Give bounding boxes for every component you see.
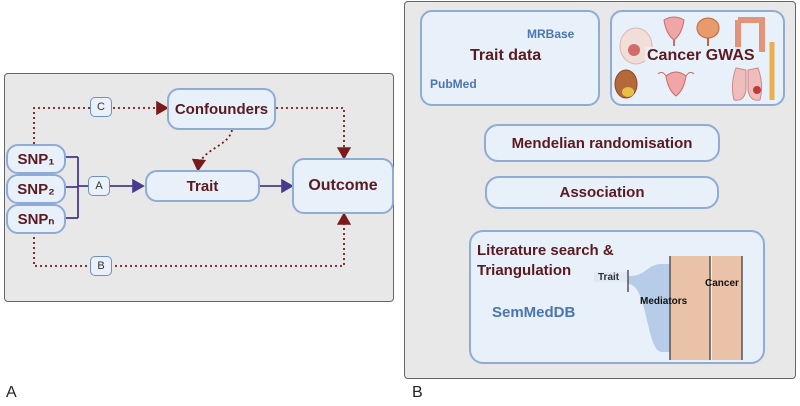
trait-data-label: Trait data: [470, 47, 542, 64]
snpn-node: SNPₙ: [6, 204, 66, 234]
confounders-trait-line: [191, 129, 233, 172]
kidney-icon: [614, 69, 638, 99]
sankey-cancer-label: Cancer: [705, 278, 739, 289]
cancer-gwas-label: Cancer GWAS: [645, 47, 757, 65]
confounders-outcome-line: [276, 107, 352, 160]
mendelian-label: Mendelian randomisation: [511, 134, 693, 152]
snpn-label: SNPₙ: [17, 211, 55, 228]
outcome-node: Outcome: [292, 158, 394, 214]
snp1-node: SNP₁: [6, 144, 66, 174]
lungs-icon: [731, 67, 763, 101]
path-b-tag: B: [90, 256, 112, 276]
trait-data-box: [420, 10, 600, 106]
snp-bracket: [66, 156, 79, 219]
confounders-label: Confounders: [174, 100, 269, 118]
bladder-icon: [696, 17, 720, 46]
path-a-label: A: [95, 180, 103, 192]
path-b-line: [33, 212, 352, 267]
pubmed-label: PubMed: [430, 77, 477, 91]
snp1-label: SNP₁: [17, 150, 55, 168]
path-c-label: C: [97, 101, 105, 113]
association-label: Association: [559, 184, 645, 201]
snp2-node: SNP₂: [6, 174, 66, 204]
trait-node: Trait: [145, 170, 260, 202]
snp2-label: SNP₂: [17, 180, 55, 198]
mrbase-label: MRBase: [527, 27, 575, 41]
sankey-cancer-bar: [712, 256, 742, 360]
uterus-icon: [663, 16, 685, 46]
panel-a-label: A: [6, 384, 17, 401]
literature-line2: Triangulation: [477, 262, 572, 279]
sankey-diagram: [594, 256, 743, 360]
path-b-label: B: [97, 260, 105, 272]
colon-icon: [735, 17, 775, 100]
sankey-trait-flow: [628, 264, 670, 352]
outcome-label: Outcome: [308, 177, 378, 194]
trait-label: Trait: [186, 177, 219, 195]
uterus-small-icon: [657, 71, 695, 97]
breast-icon: [619, 27, 653, 65]
sankey-trait-label: Trait: [598, 272, 620, 283]
path-a-tag: A: [88, 176, 110, 196]
path-c-line: [33, 100, 169, 144]
organ-icons: [614, 16, 775, 101]
panel-b-label: B: [412, 384, 423, 401]
path-c-tag: C: [90, 97, 112, 117]
sankey-mediators-label: Mediators: [640, 296, 688, 307]
confounders-node: Confounders: [167, 88, 276, 130]
sankey-mediators-bar: [670, 256, 710, 360]
association-node: Association: [485, 176, 719, 209]
literature-line1: Literature search &: [477, 242, 614, 259]
semmeddb-label: SemMedDB: [492, 304, 576, 321]
mendelian-node: Mendelian randomisation: [484, 124, 720, 162]
sankey-trait-bar: [594, 272, 628, 282]
